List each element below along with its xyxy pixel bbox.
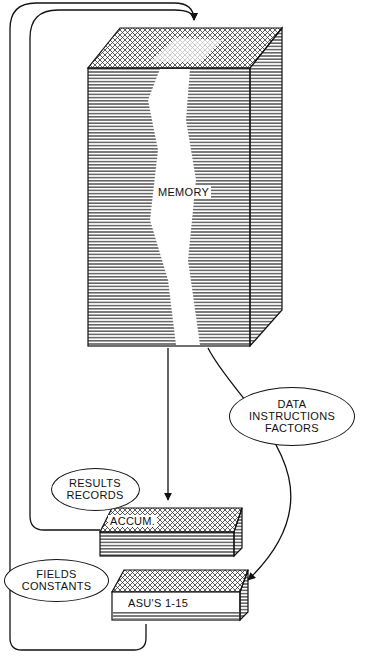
accum-front [100, 532, 234, 556]
cabinet-side [250, 28, 282, 346]
accumulator-box: ACCUM. [100, 500, 242, 558]
flow-arrow [167, 348, 168, 500]
callout-text: DATA INSTRUCTIONS FACTORS [249, 398, 335, 434]
asu-top [112, 570, 248, 592]
accum-side [234, 508, 242, 556]
unit-label: ASU'S 1-15 [126, 597, 190, 609]
cabinet-top-light [150, 38, 222, 62]
cabinet-front [88, 68, 250, 346]
memory-cabinet: MEMORY [84, 20, 284, 348]
flow-arrow [208, 348, 291, 580]
asu-side [240, 570, 248, 620]
callout-text: FIELDS CONSTANTS [22, 568, 92, 592]
asu-front [112, 592, 240, 620]
accum-top [100, 508, 242, 532]
cabinet-top [88, 28, 282, 68]
callout-oval: RESULTS RECORDS [51, 468, 140, 511]
callout-text: RESULTS RECORDS [66, 477, 123, 501]
flow-arrow [10, 3, 194, 650]
cabinet-highlight [148, 69, 200, 345]
callout-oval: FIELDS CONSTANTS [4, 559, 109, 602]
unit-label: ACCUM. [108, 515, 157, 527]
asu-box: ASU'S 1-15 [112, 566, 248, 624]
flow-arrow [30, 10, 194, 530]
callout-oval: DATA INSTRUCTIONS FACTORS [229, 387, 355, 446]
unit-label: MEMORY [156, 186, 211, 198]
asu-stripes [113, 612, 239, 619]
